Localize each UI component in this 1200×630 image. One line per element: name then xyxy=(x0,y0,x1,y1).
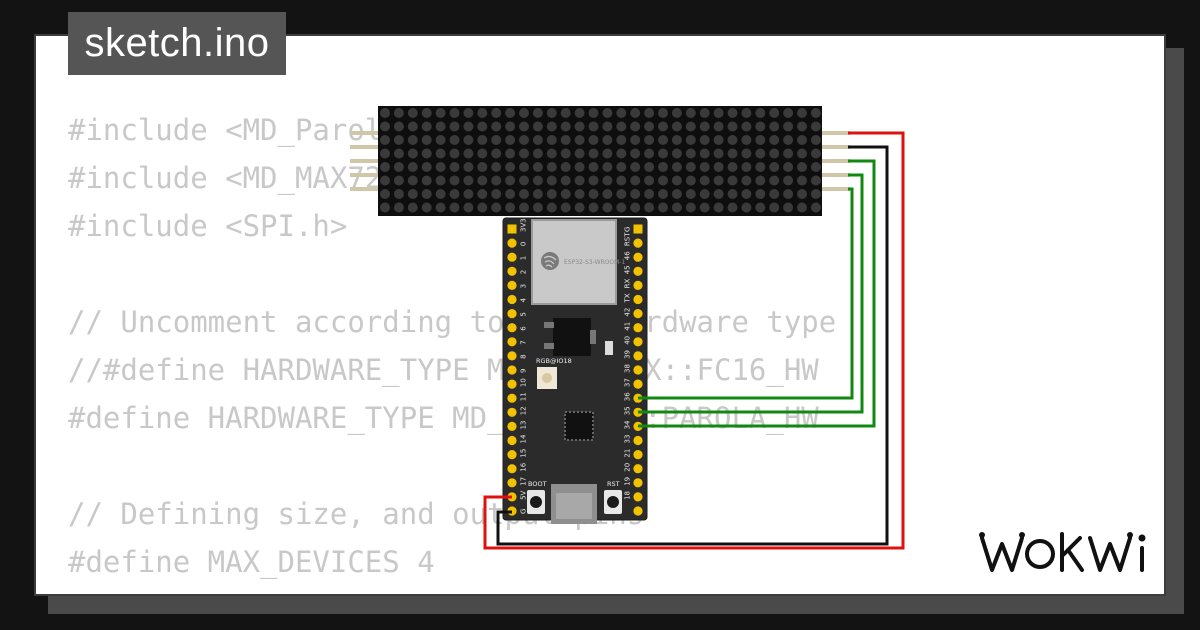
left-pin-label: 13 xyxy=(520,420,528,429)
usb-bridge-chip xyxy=(564,411,594,441)
wire-vcc xyxy=(483,131,905,550)
right-pin-label: RX xyxy=(624,279,632,289)
board-left-pins xyxy=(507,224,517,516)
right-pin-label: 37 xyxy=(624,378,632,387)
right-pin-label: 39 xyxy=(624,350,632,359)
board-right-pins xyxy=(633,224,643,516)
left-pin-label: 2 xyxy=(520,270,528,274)
matrix-left-headers xyxy=(350,131,380,191)
wire-clk xyxy=(638,187,854,400)
left-pin-label: 4 xyxy=(520,298,528,303)
left-pin-label: 9 xyxy=(520,369,528,373)
right-pin-label: G xyxy=(624,227,632,232)
right-pin-label: 42 xyxy=(624,308,632,317)
capacitor xyxy=(605,341,613,355)
code-line: //#define HARDWARE_TYPE MD_MAX72XX::FC16… xyxy=(68,353,819,387)
code-line: #define CS_PIN 34 xyxy=(68,586,836,594)
left-pin-label: 16 xyxy=(520,462,528,471)
left-pin-label: 1 xyxy=(520,256,528,260)
left-pin-label: 8 xyxy=(520,354,528,358)
rgb-led-label: RGB@IO18 xyxy=(536,357,572,365)
espressif-icon xyxy=(541,252,559,270)
module-label: ESP32-S3-WROOM-1 xyxy=(564,259,625,266)
left-pin-label: 11 xyxy=(520,392,528,401)
left-pin-label: 12 xyxy=(520,406,528,415)
left-pin-label: 3 xyxy=(520,284,528,288)
matrix-right-headers xyxy=(820,131,850,191)
left-pin-label: 10 xyxy=(520,378,528,387)
wires xyxy=(483,131,905,550)
led-matrix-dots xyxy=(380,108,821,213)
right-pin-label: 21 xyxy=(624,449,632,458)
right-pin-label: RST xyxy=(624,232,632,246)
left-pin-label: 0 xyxy=(520,242,528,246)
left-pin-label: 14 xyxy=(520,434,528,443)
left-pin-label: 5 xyxy=(520,312,528,316)
left-pin-label: 15 xyxy=(520,449,528,458)
right-pin-label: 19 xyxy=(624,477,632,486)
right-pin-label: 36 xyxy=(624,392,632,401)
wire-gnd xyxy=(496,145,889,546)
right-pin-label: 18 xyxy=(624,491,632,500)
right-pin-label: 41 xyxy=(624,322,632,331)
voltage-regulator xyxy=(553,318,591,356)
boot-label: BOOT xyxy=(528,480,547,488)
led-matrix[interactable] xyxy=(378,106,822,216)
right-pin-label: 33 xyxy=(624,435,632,444)
left-pin-label: 7 xyxy=(520,340,528,344)
wire-din xyxy=(638,159,876,428)
right-pin-label: 40 xyxy=(624,336,632,345)
right-pin-label: 35 xyxy=(624,406,632,415)
right-pin-label: TX xyxy=(624,293,632,303)
code-line: #include <SPI.h> xyxy=(68,209,348,243)
right-pin-label: 20 xyxy=(624,463,632,472)
right-pin-label: 46 xyxy=(624,251,632,260)
file-title-tab[interactable]: sketch.ino xyxy=(68,12,286,75)
left-pin-label: 3V3 xyxy=(520,218,528,232)
left-pin-label: G xyxy=(520,509,528,514)
right-pin-label: 34 xyxy=(624,420,632,429)
left-pin-label: 17 xyxy=(520,477,528,486)
brand-name: WOKWi xyxy=(976,526,980,527)
code-line: #define MAX_DEVICES 4 xyxy=(68,545,435,579)
left-pin-label: 6 xyxy=(520,326,528,331)
reset-label: RST xyxy=(607,480,620,488)
wokwi-logo: WOKWi xyxy=(976,526,1146,572)
wire-cs xyxy=(638,173,864,414)
right-pin-label: 45 xyxy=(624,265,632,274)
right-pin-label: 38 xyxy=(624,364,632,373)
left-pin-label: 5V xyxy=(520,490,528,499)
